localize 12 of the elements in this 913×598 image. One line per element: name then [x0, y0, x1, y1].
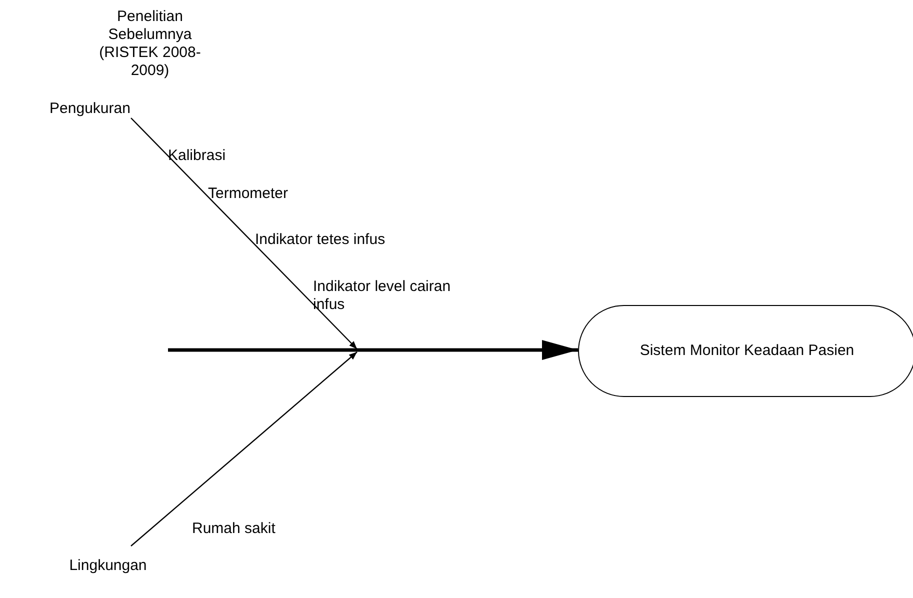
- bone-label: Pengukuran: [40, 100, 140, 118]
- bone-arrow: [130, 352, 358, 546]
- cause-label: Kalibrasi: [168, 147, 227, 165]
- heading-text: Penelitian Sebelumnya (RISTEK 2008-2009): [98, 8, 202, 80]
- cause-label: Rumah sakit: [192, 520, 276, 538]
- bone-label: Lingkungan: [58, 557, 158, 575]
- spine-arrow: [168, 340, 578, 360]
- effect-node: Sistem Monitor Keadaan Pasien: [578, 305, 913, 397]
- bone-arrow: [130, 118, 358, 350]
- cause-label: Termometer: [208, 185, 290, 203]
- cause-label: Indikator level cairan infus: [313, 278, 452, 314]
- cause-label: Indikator tetes infus: [255, 231, 386, 249]
